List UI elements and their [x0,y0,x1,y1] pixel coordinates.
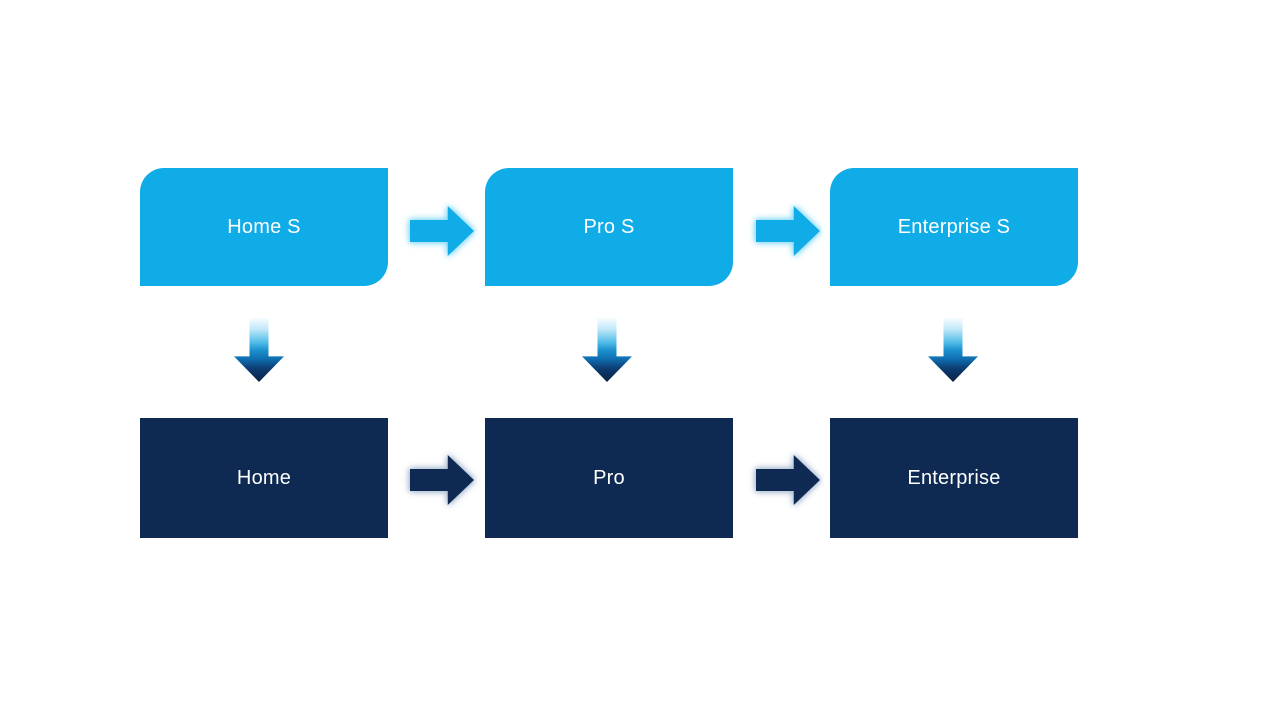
box-pro: Pro [485,418,733,538]
arrow-down-shape [928,318,978,382]
box-enterprise-s: Enterprise S [830,168,1078,286]
arrow-right-shape [756,206,820,256]
arrow-right-shape [410,206,474,256]
box-home-s: Home S [140,168,388,286]
box-pro-s-label: Pro S [583,215,635,238]
arrow-down-shape [234,318,284,382]
box-enterprise-s-label: Enterprise S [897,215,1011,238]
arrow-right-shape [410,455,474,505]
box-home-s-label: Home S [227,215,301,238]
arrow-down-icon-enterprise [928,318,978,382]
box-home-label: Home [236,466,292,489]
box-enterprise-label: Enterprise [907,466,1001,489]
box-enterprise: Enterprise [830,418,1078,538]
arrow-right-icon-top-1 [410,206,474,256]
arrow-right-shape [756,455,820,505]
box-home: Home [140,418,388,538]
arrow-right-icon-bottom-1 [410,455,474,505]
box-pro-s: Pro S [485,168,733,286]
box-pro-label: Pro [593,466,625,489]
arrow-down-shape [582,318,632,382]
arrow-down-icon-home [234,318,284,382]
arrow-right-icon-top-2 [756,206,820,256]
arrow-right-icon-bottom-2 [756,455,820,505]
arrow-down-icon-pro [582,318,632,382]
